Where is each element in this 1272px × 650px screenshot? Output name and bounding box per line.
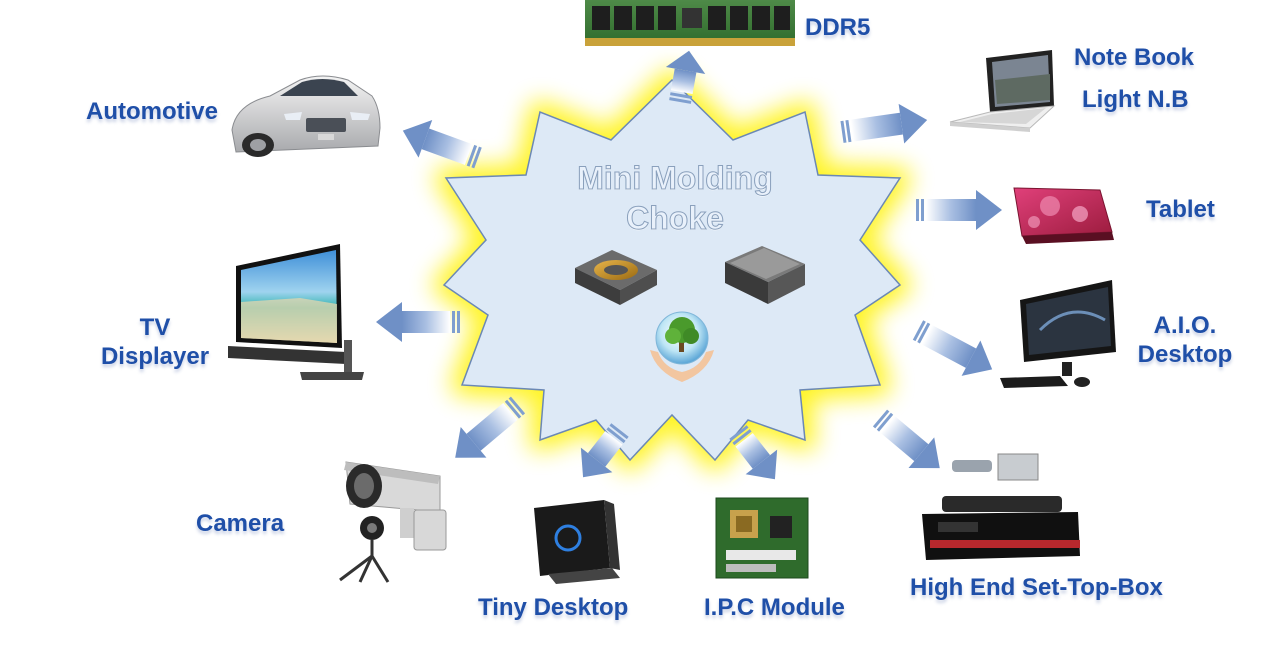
choke-component-icon: [725, 246, 805, 304]
label-ddr5: DDR5: [805, 14, 871, 41]
arrow-to-automotive: [402, 120, 482, 169]
label-tv-line2: Displayer: [100, 342, 210, 370]
label-automotive: Automotive: [86, 98, 218, 125]
label-light-nb: Light N.B: [1082, 86, 1189, 113]
label-tablet: Tablet: [1146, 196, 1215, 223]
choke-component-icon: [575, 250, 657, 305]
arrow-to-ddr5: [665, 50, 706, 104]
security-camera-icon: [339, 461, 447, 583]
label-camera: Camera: [196, 510, 285, 537]
label-notebook: Note Book: [1074, 44, 1194, 71]
arrow-to-camera: [455, 396, 526, 458]
set-top-box-icon: [922, 453, 1080, 560]
arrow-to-tiny-desktop: [580, 423, 629, 478]
arrow-to-set-top-box: [872, 409, 940, 469]
tablet-icon: [1013, 187, 1114, 244]
star-burst: [442, 78, 902, 462]
label-tiny-desktop: Tiny Desktop: [478, 594, 629, 621]
label-aio-line1: A.I.O.: [1153, 312, 1217, 339]
mini-pc-icon: [534, 500, 620, 584]
center-title-line1: Mini Molding: [577, 160, 774, 197]
arrow-to-aio: [912, 320, 993, 376]
center-title: Mini Molding Choke: [520, 158, 830, 238]
arrow-to-notebook: [840, 103, 928, 144]
label-aio-line2: Desktop: [1137, 340, 1233, 368]
label-set-top-box: High End Set-Top-Box: [910, 574, 1163, 601]
label-ipc-module: I.P.C Module: [704, 594, 845, 621]
arrow-to-tablet: [916, 190, 1002, 230]
label-tv: TV Displayer: [90, 314, 220, 372]
arrow-to-tv: [376, 302, 460, 342]
arrow-to-ipc-module: [729, 425, 778, 480]
all-in-one-desktop-icon: [1000, 280, 1116, 388]
ipc-module-icon: [715, 497, 809, 579]
label-aio: A.I.O. Desktop: [1130, 312, 1240, 370]
center-title-line2: Choke: [626, 200, 725, 237]
car-icon: [231, 75, 381, 157]
label-tv-line1: TV: [139, 314, 171, 341]
ddr5-memory-icon: [585, 0, 795, 46]
hands-tree-globe-icon: [650, 311, 714, 382]
tv-icon: [228, 244, 364, 380]
laptop-icon: [949, 50, 1056, 132]
